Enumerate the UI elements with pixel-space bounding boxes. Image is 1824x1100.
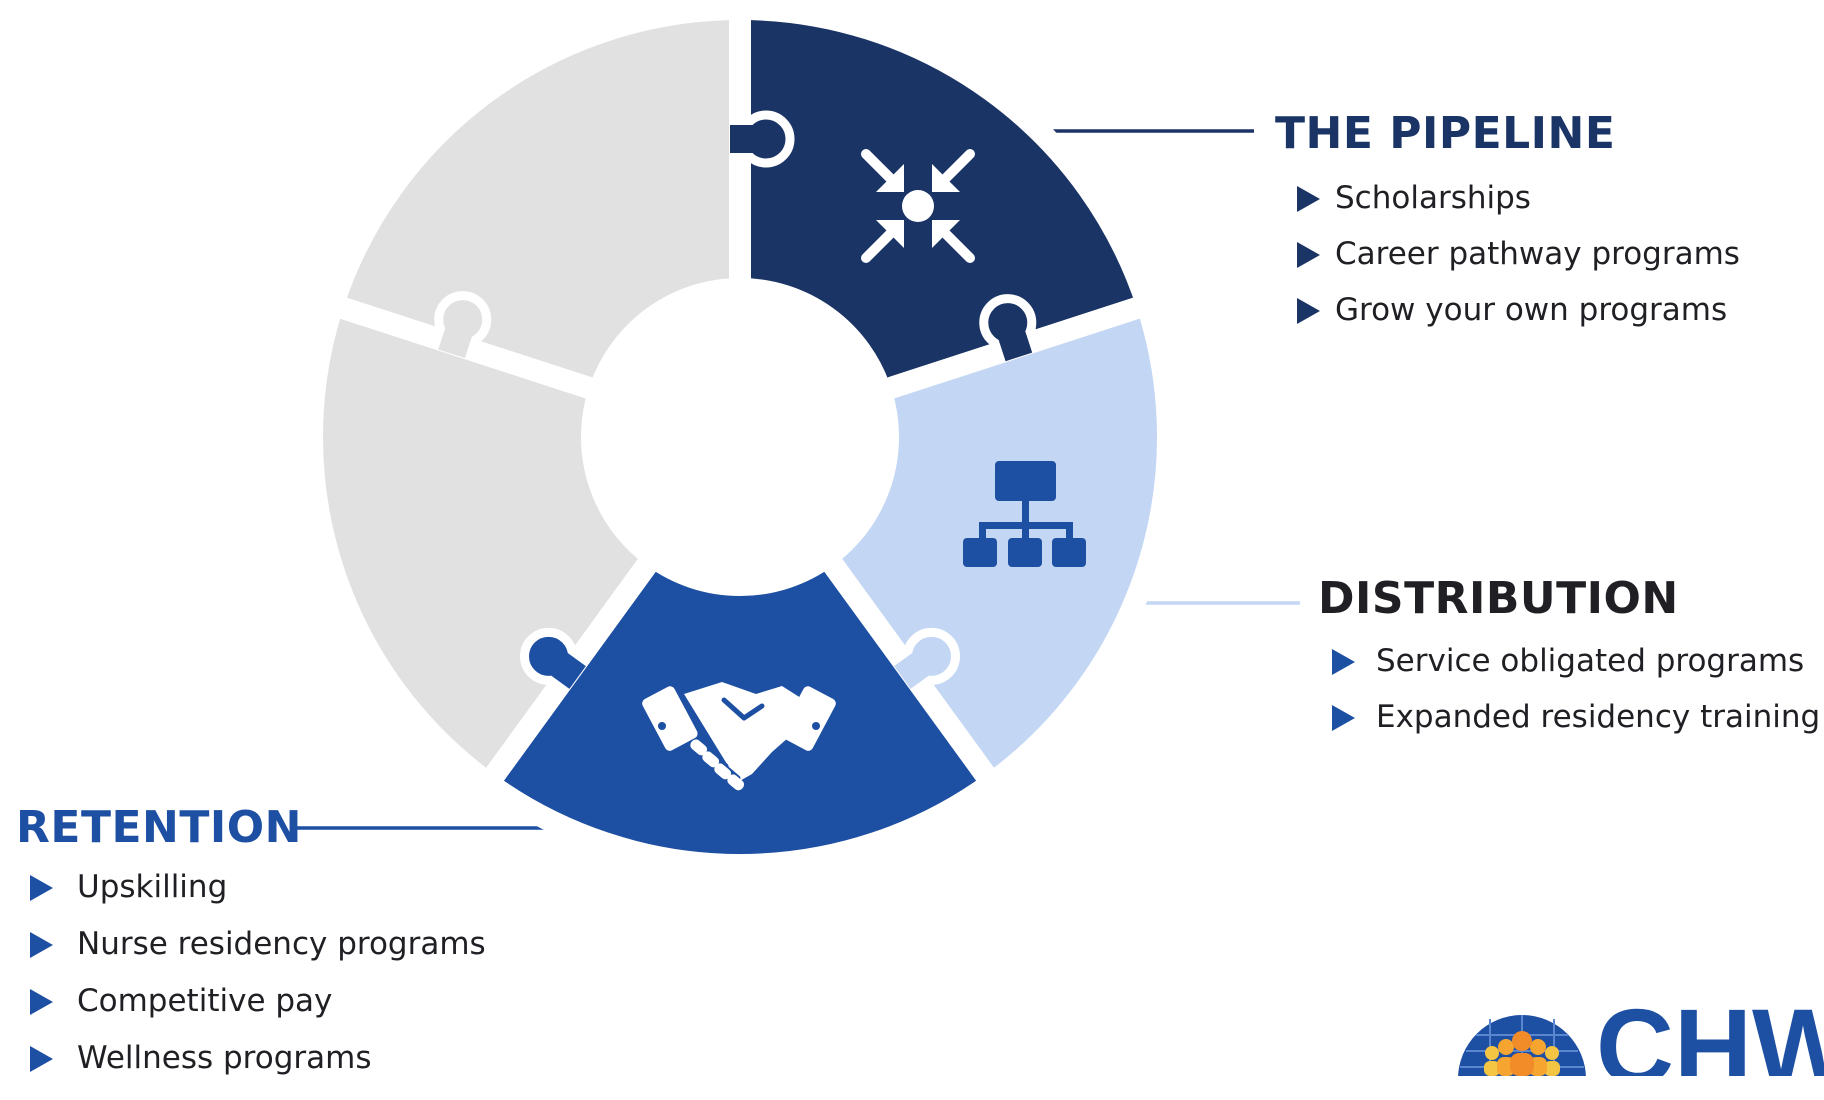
segment-pipeline [729, 0, 1159, 403]
list-item: Competitive pay [30, 986, 486, 1017]
list-item: Wellness programs [30, 1043, 486, 1074]
bullet-triangle-icon [1297, 186, 1320, 212]
puzzle-knob-neck [730, 125, 758, 153]
handshake-icon [642, 682, 836, 791]
puzzle-ring-diagram [292, 0, 1300, 865]
ring-center [595, 292, 885, 582]
chw-logo: CHW [1456, 1005, 1824, 1076]
retention-section: RETENTION Upskilling Nurse residency pro… [16, 806, 486, 1100]
list-item: Career pathway programs [1297, 239, 1740, 270]
bullet-triangle-icon [1297, 298, 1320, 324]
bullet-triangle-icon [30, 989, 53, 1015]
pipeline-section: THE PIPELINE Scholarships Career pathway… [1275, 112, 1740, 351]
list-item: Expanded residency training [1332, 702, 1820, 733]
retention-title: RETENTION [16, 802, 302, 853]
puzzle-knob-neck [996, 325, 1033, 362]
list-item: Service obligated programs [1332, 646, 1820, 677]
bullet-triangle-icon [1297, 242, 1320, 268]
distribution-section: DISTRIBUTION Service obligated programs … [1318, 577, 1820, 758]
list-item: Upskilling [30, 872, 486, 903]
logo-text: CHW [1596, 1005, 1824, 1076]
distribution-title: DISTRIBUTION [1318, 573, 1679, 624]
puzzle-knob-neck [546, 649, 586, 689]
puzzle-knob-neck [438, 322, 474, 359]
list-item: Grow your own programs [1297, 295, 1740, 326]
bullet-triangle-icon [1332, 649, 1355, 675]
pipeline-title: THE PIPELINE [1275, 108, 1616, 159]
bullet-triangle-icon [1332, 705, 1355, 731]
list-item: Nurse residency programs [30, 929, 486, 960]
segment-placeholder [321, 0, 751, 403]
retention-list: Upskilling Nurse residency programs Comp… [30, 872, 486, 1074]
bullet-triangle-icon [30, 1046, 53, 1072]
puzzle-knob-neck [894, 649, 934, 689]
distribution-list: Service obligated programs Expanded resi… [1332, 646, 1820, 733]
bullet-triangle-icon [30, 932, 53, 958]
converge-arrows-icon [861, 149, 975, 263]
bullet-triangle-icon [30, 875, 53, 901]
logo-globe-icon [1458, 1015, 1586, 1076]
list-item: Scholarships [1297, 183, 1740, 214]
pipeline-list: Scholarships Career pathway programs Gro… [1297, 183, 1740, 326]
org-chart-icon [963, 461, 1086, 567]
